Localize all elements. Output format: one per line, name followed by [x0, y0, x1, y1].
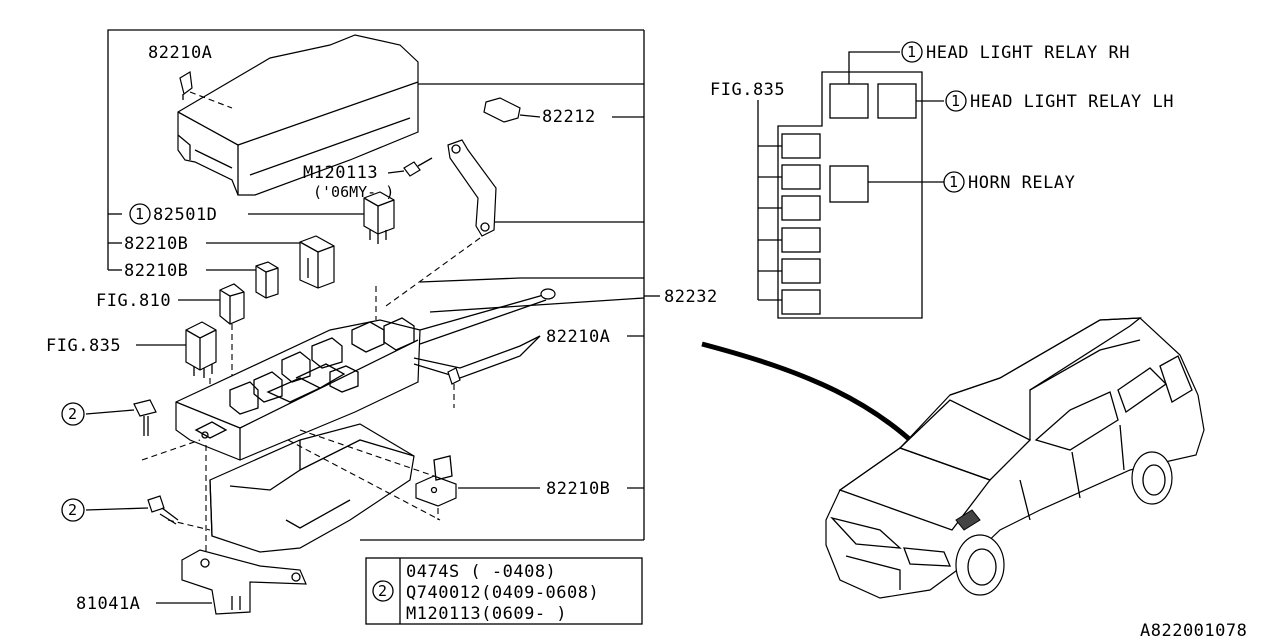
fuse-b2-label: 82210B — [124, 261, 188, 281]
small-fuse — [206, 261, 279, 299]
clip-82212 — [483, 97, 541, 123]
cover-clip — [179, 71, 233, 109]
lower-tray — [209, 423, 415, 553]
relay-ref-num: 1 — [135, 205, 144, 223]
ref-2-lower: 2 — [68, 501, 77, 519]
relay-lh-slot — [877, 83, 917, 119]
rh-ref-circle — [901, 41, 923, 63]
relay-box — [757, 51, 944, 319]
cover-clip-label: 82210A — [148, 43, 212, 63]
lh-ref-num: 1 — [951, 92, 960, 110]
legend-row-2: Q740012(0409-0608) — [406, 583, 599, 603]
bracket-label: 81041A — [76, 594, 140, 614]
harness-lead — [413, 288, 556, 408]
clip-82212-label: 82212 — [542, 107, 596, 127]
bolt-lower — [85, 495, 179, 525]
fig835-label: FIG.835 — [46, 336, 121, 356]
fuse-box-body — [175, 286, 421, 461]
head-light-relay-rh-label: HEAD LIGHT RELAY RH — [926, 43, 1130, 63]
clip-a-lower-label: 82210A — [546, 327, 610, 347]
fuse-b1-label: 82210B — [124, 234, 188, 254]
ref-2-lower-circle — [61, 498, 85, 522]
horn-relay-label: HORN RELAY — [968, 173, 1075, 193]
assembly-frame — [107, 29, 660, 541]
clip-lower — [299, 429, 540, 520]
clip-b-lower-label: 82210B — [546, 479, 610, 499]
fig835-relay — [136, 321, 217, 404]
bolt-m-note: ('06MY- ) — [313, 183, 394, 201]
relay-box-fig-label: FIG.835 — [710, 80, 785, 100]
ground-strap — [385, 139, 497, 307]
ref-2-upper-circle — [61, 402, 85, 426]
relay-82501d — [248, 191, 395, 244]
diagram-id: A822001078 — [1140, 621, 1247, 640]
lh-ref-circle — [945, 90, 967, 112]
rh-ref-num: 1 — [907, 43, 916, 61]
horn-ref-num: 1 — [949, 173, 958, 191]
fig810-fuse — [178, 283, 245, 380]
fig810-label: FIG.810 — [96, 291, 171, 311]
ref-2-upper: 2 — [68, 405, 77, 423]
legend-ref-num: 2 — [378, 582, 387, 600]
legend-table: 2 0474S ( -0408) Q740012(0409-0608) M120… — [365, 557, 643, 625]
head-light-relay-lh-label: HEAD LIGHT RELAY LH — [970, 92, 1174, 112]
horn-relay-slot — [829, 165, 869, 203]
ref-1-circle — [129, 203, 151, 225]
bolt-m120113 — [387, 157, 433, 177]
bolt-upper — [85, 399, 157, 436]
bracket-81041a — [156, 549, 307, 615]
maxi-fuse — [206, 235, 335, 289]
legend-row-1: 0474S ( -0408) — [406, 562, 556, 582]
relay-part-label: 82501D — [153, 205, 217, 225]
bolt-m-label: M120113 — [303, 163, 378, 183]
relay-rh-slot — [829, 83, 869, 119]
legend-row-3: M120113(0609- ) — [406, 604, 567, 624]
horn-ref-circle — [943, 171, 965, 193]
fuse-box-cover — [177, 34, 419, 196]
vehicle-illustration — [701, 317, 1205, 599]
assembly-label: 82232 — [664, 287, 718, 307]
